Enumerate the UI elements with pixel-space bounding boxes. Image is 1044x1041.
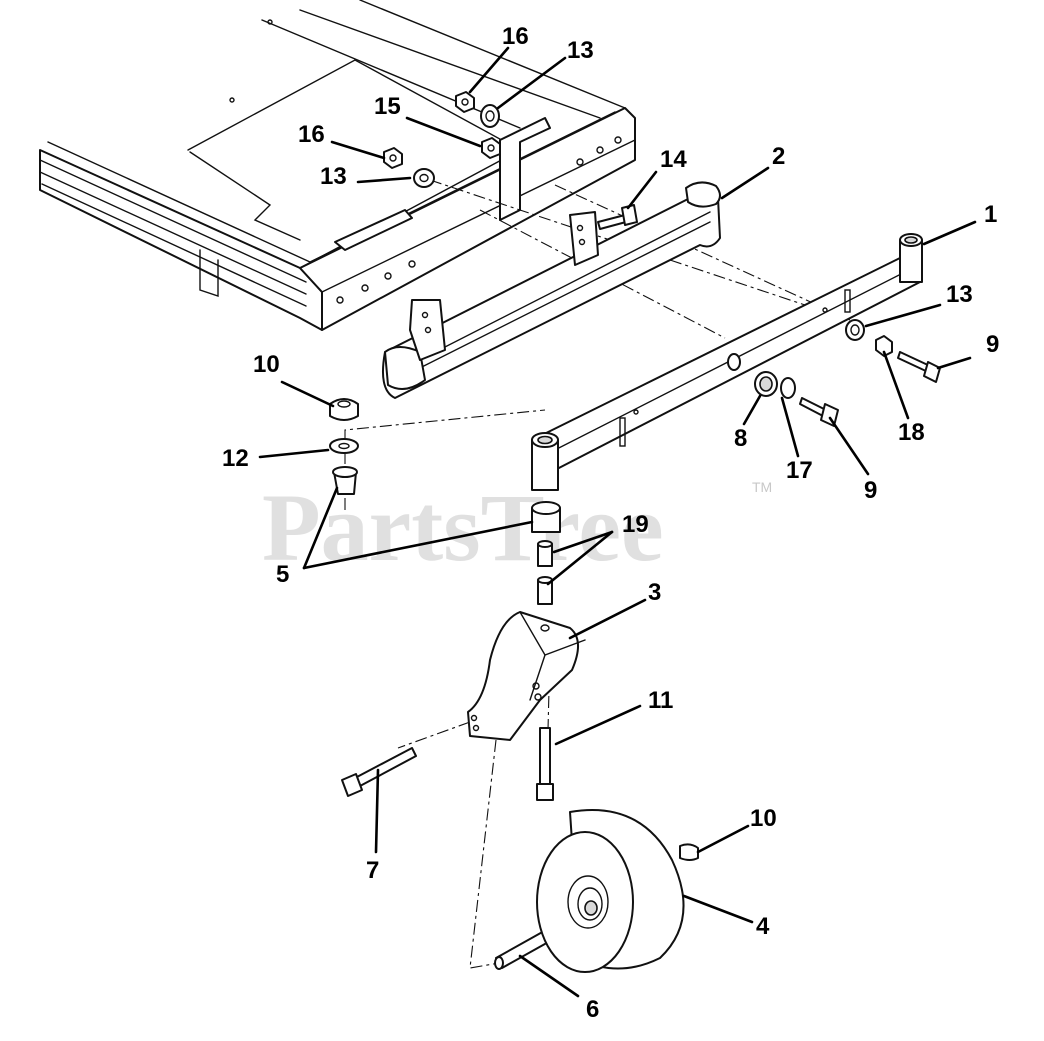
callout-13-mid: 13 xyxy=(320,163,347,190)
watermark-trademark: TM xyxy=(752,479,772,495)
callout-16-upper: 16 xyxy=(502,23,529,50)
callout-8: 8 xyxy=(734,425,747,452)
callout-2: 2 xyxy=(772,143,785,170)
leader-lines xyxy=(258,46,977,998)
caster-fork xyxy=(467,611,586,741)
callout-14: 14 xyxy=(660,146,687,173)
wheel xyxy=(536,809,685,973)
callout-12: 12 xyxy=(222,445,249,472)
callout-9-lower: 9 xyxy=(864,477,877,504)
callout-labels: 16 13 15 16 13 14 2 1 13 9 18 10 12 8 17… xyxy=(222,23,999,1023)
axle xyxy=(531,233,923,491)
callout-17: 17 xyxy=(786,457,813,484)
callout-13-right: 13 xyxy=(946,281,973,308)
callout-18: 18 xyxy=(898,419,925,446)
callout-10-upper: 10 xyxy=(253,351,280,378)
callout-7: 7 xyxy=(366,857,379,884)
callout-16-mid: 16 xyxy=(298,121,325,148)
callout-10-lower: 10 xyxy=(750,805,777,832)
hardware xyxy=(329,91,941,970)
callout-4: 4 xyxy=(756,913,770,940)
callout-3: 3 xyxy=(648,579,661,606)
callout-6: 6 xyxy=(586,996,599,1023)
callout-19: 19 xyxy=(622,511,649,538)
callout-15: 15 xyxy=(374,93,401,120)
deck-frame xyxy=(39,0,636,331)
callout-5: 5 xyxy=(276,561,289,588)
callout-1: 1 xyxy=(984,201,997,228)
callout-11: 11 xyxy=(648,687,673,714)
callout-13-upper: 13 xyxy=(567,37,594,64)
callout-9-upper: 9 xyxy=(986,331,999,358)
bumper-bar xyxy=(382,181,721,399)
